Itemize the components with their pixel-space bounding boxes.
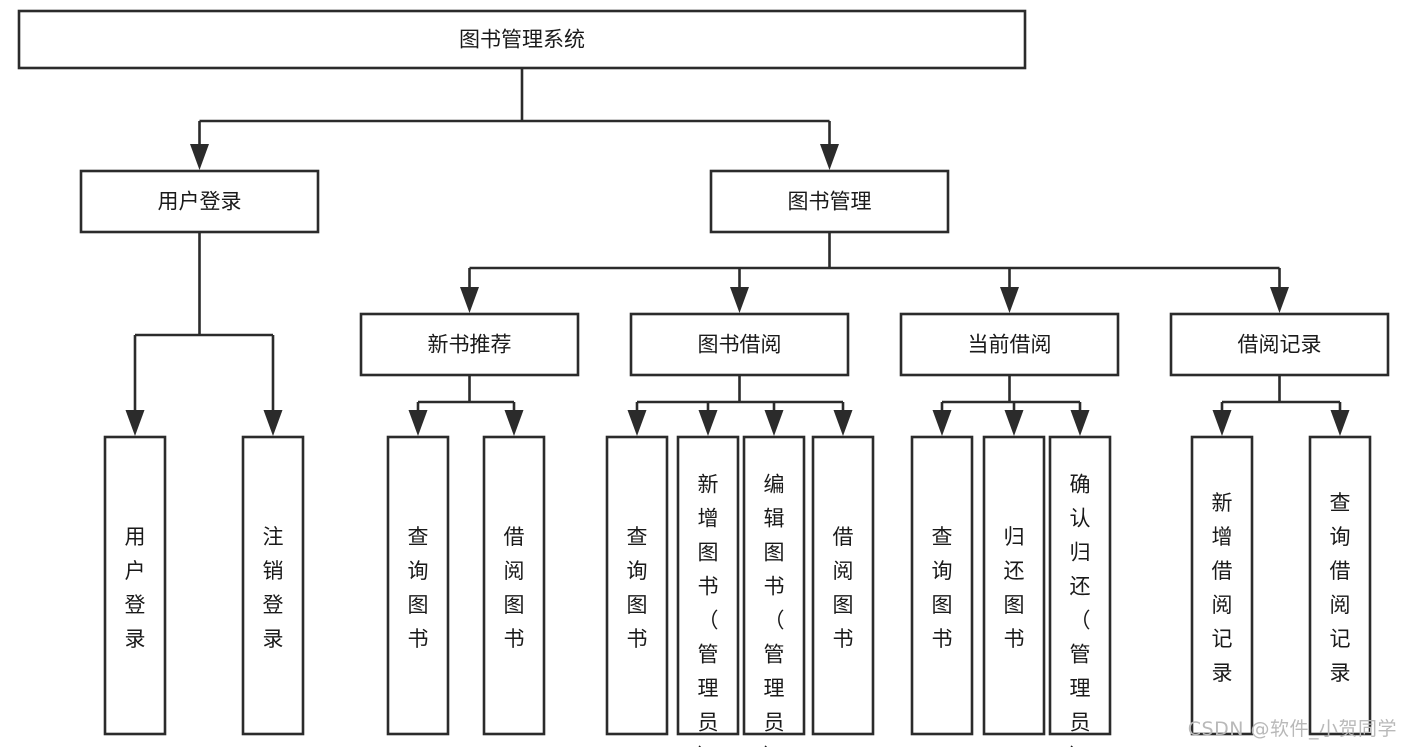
node-box [811, 435, 875, 736]
node-box [1169, 312, 1390, 377]
node-box [79, 169, 320, 234]
leaf-node-leaf-return-book[interactable]: 归还图书 [982, 435, 1046, 736]
node-box [982, 435, 1046, 736]
leaf-node-leaf-borrow-book-br[interactable]: 借阅图书 [811, 435, 875, 736]
arrow-head-icon [408, 410, 428, 436]
node-label: 借阅记录 [1238, 333, 1322, 357]
node-box [676, 435, 740, 736]
branch-node-borrow-record[interactable]: 借阅记录 [1169, 312, 1390, 377]
node-box [103, 435, 167, 736]
watermark-text: CSDN @软件_小贺同学 [1187, 718, 1397, 740]
node-label: 新书推荐 [428, 333, 512, 357]
node-box [910, 435, 974, 736]
leaf-node-leaf-add-record[interactable]: 新增借阅记录 [1190, 435, 1254, 736]
arrow-head-icon [263, 410, 283, 436]
node-box [742, 435, 806, 736]
node-box [386, 435, 450, 736]
arrow-head-icon [932, 410, 952, 436]
node-box [605, 435, 669, 736]
node-box [17, 9, 1027, 70]
leaf-node-leaf-confirm-return[interactable]: 确认归还（管理员） [1048, 435, 1112, 747]
node-label: 注销登录 [263, 525, 284, 651]
arrow-head-icon [190, 144, 209, 170]
node-box [482, 435, 546, 736]
leaf-node-leaf-add-book[interactable]: 新增图书（管理员） [676, 435, 740, 747]
node-box [1048, 435, 1112, 736]
node-label: 确认归还（管理员） [1070, 473, 1091, 747]
node-label: 新增图书（管理员） [698, 473, 719, 747]
node-label: 图书管理系统 [459, 28, 585, 52]
node-box [241, 435, 305, 736]
node-label: 查询借阅记录 [1330, 491, 1351, 685]
node-label: 借阅图书 [504, 525, 525, 651]
leaf-node-leaf-query-record[interactable]: 查询借阅记录 [1308, 435, 1372, 736]
arrow-head-icon [1070, 410, 1090, 436]
nodes-layer: 图书管理系统用户登录图书管理新书推荐图书借阅当前借阅借阅记录用户登录注销登录查询… [17, 9, 1390, 747]
branch-node-new-book-rec[interactable]: 新书推荐 [359, 312, 580, 377]
leaf-node-leaf-logout[interactable]: 注销登录 [241, 435, 305, 736]
edges-layer [125, 68, 1350, 436]
branch-node-current-borrow[interactable]: 当前借阅 [899, 312, 1120, 377]
node-label: 查询图书 [932, 525, 953, 651]
arrow-head-icon [627, 410, 647, 436]
node-box [899, 312, 1120, 377]
node-label: 图书管理 [788, 190, 872, 214]
arrow-head-icon [833, 410, 853, 436]
node-label: 用户登录 [125, 525, 146, 651]
node-label: 查询图书 [627, 525, 648, 651]
arrow-head-icon [820, 144, 839, 170]
arrow-head-icon [460, 287, 479, 313]
leaf-node-leaf-query-book-rec[interactable]: 查询图书 [386, 435, 450, 736]
arrow-head-icon [698, 410, 718, 436]
node-label: 用户登录 [158, 190, 242, 214]
node-box [1190, 435, 1254, 736]
leaf-node-leaf-user-login[interactable]: 用户登录 [103, 435, 167, 736]
branch-node-user-login[interactable]: 用户登录 [79, 169, 320, 234]
node-box [629, 312, 850, 377]
node-label: 当前借阅 [968, 333, 1052, 357]
node-box [359, 312, 580, 377]
node-box [709, 169, 950, 234]
branch-node-book-manage[interactable]: 图书管理 [709, 169, 950, 234]
arrow-head-icon [1330, 410, 1350, 436]
leaf-node-leaf-borrow-book-rec[interactable]: 借阅图书 [482, 435, 546, 736]
arrow-head-icon [730, 287, 749, 313]
node-label: 借阅图书 [833, 525, 854, 651]
leaf-node-leaf-query-book-br[interactable]: 查询图书 [605, 435, 669, 736]
leaf-node-leaf-edit-book[interactable]: 编辑图书（管理员） [742, 435, 806, 747]
arrow-head-icon [125, 410, 145, 436]
branch-node-book-borrow[interactable]: 图书借阅 [629, 312, 850, 377]
arrow-head-icon [1004, 410, 1024, 436]
leaf-node-leaf-query-book-cb[interactable]: 查询图书 [910, 435, 974, 736]
arrow-head-icon [504, 410, 524, 436]
node-label: 编辑图书（管理员） [764, 473, 785, 747]
arrow-head-icon [1000, 287, 1019, 313]
node-box [1308, 435, 1372, 736]
arrow-head-icon [764, 410, 784, 436]
arrow-head-icon [1212, 410, 1232, 436]
arrow-head-icon [1270, 287, 1289, 313]
node-label: 查询图书 [408, 525, 429, 651]
node-label: 图书借阅 [698, 333, 782, 357]
node-label: 新增借阅记录 [1212, 491, 1233, 685]
root-node-root[interactable]: 图书管理系统 [17, 9, 1027, 70]
node-label: 归还图书 [1004, 525, 1025, 651]
